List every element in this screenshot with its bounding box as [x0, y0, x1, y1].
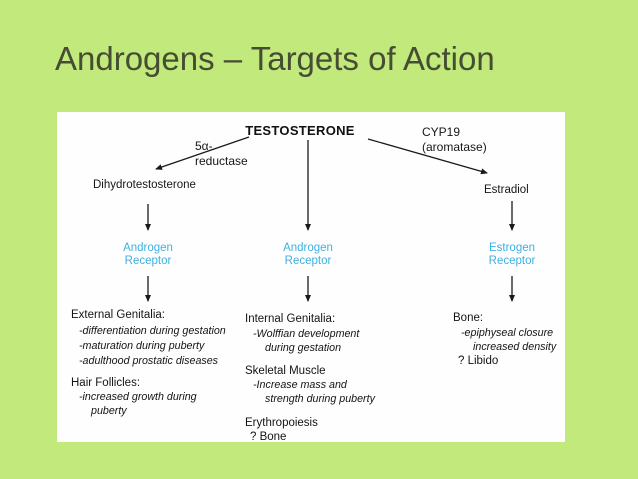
enzyme-cyp19-aromatase-label: CYP19 (aromatase)	[422, 125, 487, 155]
section-heading-external-genitalia: External Genitalia:	[71, 309, 165, 321]
targets-column-bone: Bone: -epiphyseal closure increased dens…	[453, 311, 563, 368]
target-item: -Increase mass and	[253, 379, 347, 391]
targets-column-external-genitalia: External Genitalia: -differentiation dur…	[71, 308, 246, 418]
node-testosterone: TESTOSTERONE	[245, 123, 355, 138]
target-item: -Wolffian development	[253, 328, 360, 340]
target-item: strength during puberty	[265, 393, 375, 405]
target-item: -increased growth during	[79, 391, 197, 403]
section-heading-erythropoiesis: Erythropoiesis	[245, 417, 318, 429]
target-item: -epiphyseal closure	[461, 327, 554, 339]
section-heading-skeletal-muscle: Skeletal Muscle	[245, 365, 326, 377]
receptor-label-line2: Receptor	[488, 255, 536, 267]
target-item: -adulthood prostatic diseases	[79, 355, 219, 367]
node-dihydrotestosterone: Dihydrotestosterone	[93, 179, 196, 191]
target-item: ? Bone	[250, 431, 287, 443]
receptor-label-line1: Androgen	[283, 242, 333, 254]
receptor-label-line1: Androgen	[123, 242, 173, 254]
section-heading-bone: Bone:	[453, 312, 484, 324]
receptor-androgen-left: Androgen Receptor	[98, 242, 198, 268]
target-item: puberty	[91, 405, 127, 417]
enzyme-5a-reductase-line1: 5α-	[195, 139, 213, 153]
receptor-estrogen-right: Estrogen Receptor	[462, 242, 562, 268]
section-heading-hair-follicles: Hair Follicles:	[71, 377, 141, 389]
node-estradiol: Estradiol	[484, 184, 529, 196]
target-item: -differentiation during gestation	[79, 325, 226, 337]
receptor-label-line2: Receptor	[124, 255, 172, 267]
enzyme-cyp19-line1: CYP19	[422, 125, 461, 139]
arrow-testosterone-to-estradiol	[367, 138, 488, 175]
target-item: -maturation during puberty	[79, 340, 205, 352]
diagram-arrows	[145, 136, 515, 302]
enzyme-5a-reductase-label: 5α- reductase	[195, 139, 248, 169]
slide-title: Androgens – Targets of Action	[55, 40, 495, 77]
target-item: ? Libido	[458, 355, 499, 367]
section-heading-internal-genitalia: Internal Genitalia:	[245, 313, 336, 325]
diagram-panel: TESTOSTERONE 5α- reductase CYP19 (aromat…	[57, 112, 565, 444]
receptor-label-line2: Receptor	[284, 255, 332, 267]
receptor-androgen-center: Androgen Receptor	[258, 242, 358, 268]
enzyme-5a-reductase-line2: reductase	[195, 154, 248, 168]
target-item: increased density	[473, 341, 557, 353]
arrow-testosterone-to-dht	[155, 136, 250, 170]
targets-column-internal-genitalia: Internal Genitalia: -Wolffian developmen…	[245, 312, 410, 444]
receptor-label-line1: Estrogen	[488, 242, 536, 254]
target-item: during gestation	[265, 342, 342, 354]
enzyme-cyp19-line2: (aromatase)	[422, 140, 487, 154]
